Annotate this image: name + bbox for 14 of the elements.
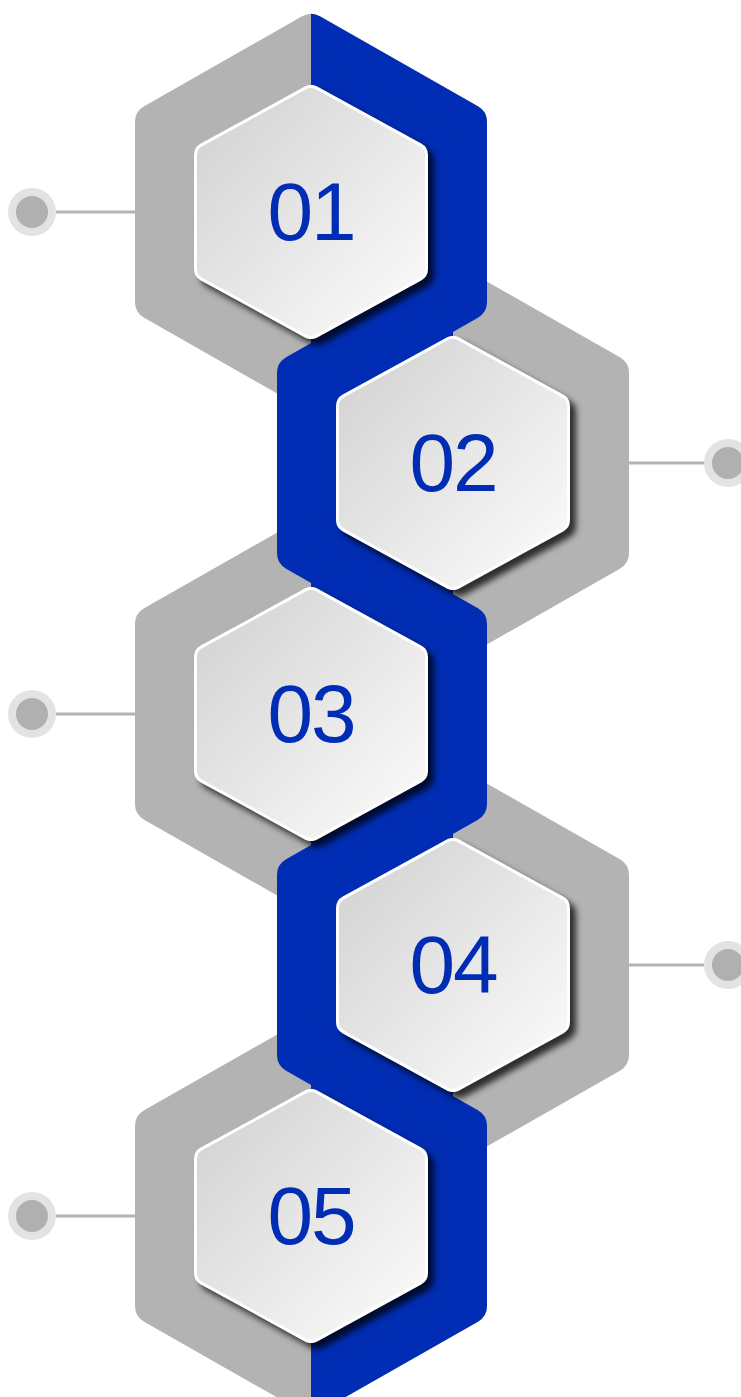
step-number: 04 [409, 924, 497, 1006]
dot-marker [8, 1192, 56, 1240]
leader-line [56, 210, 135, 214]
leader-line [629, 461, 704, 465]
step-number: 05 [267, 1175, 355, 1257]
dot-marker [704, 941, 741, 989]
leader-line [56, 712, 135, 716]
dot-marker [8, 188, 56, 236]
step-number: 01 [267, 171, 355, 253]
step-number: 02 [409, 422, 497, 504]
step-number: 03 [267, 673, 355, 755]
dot-marker [8, 690, 56, 738]
dot-marker [704, 439, 741, 487]
leader-line [629, 963, 704, 967]
